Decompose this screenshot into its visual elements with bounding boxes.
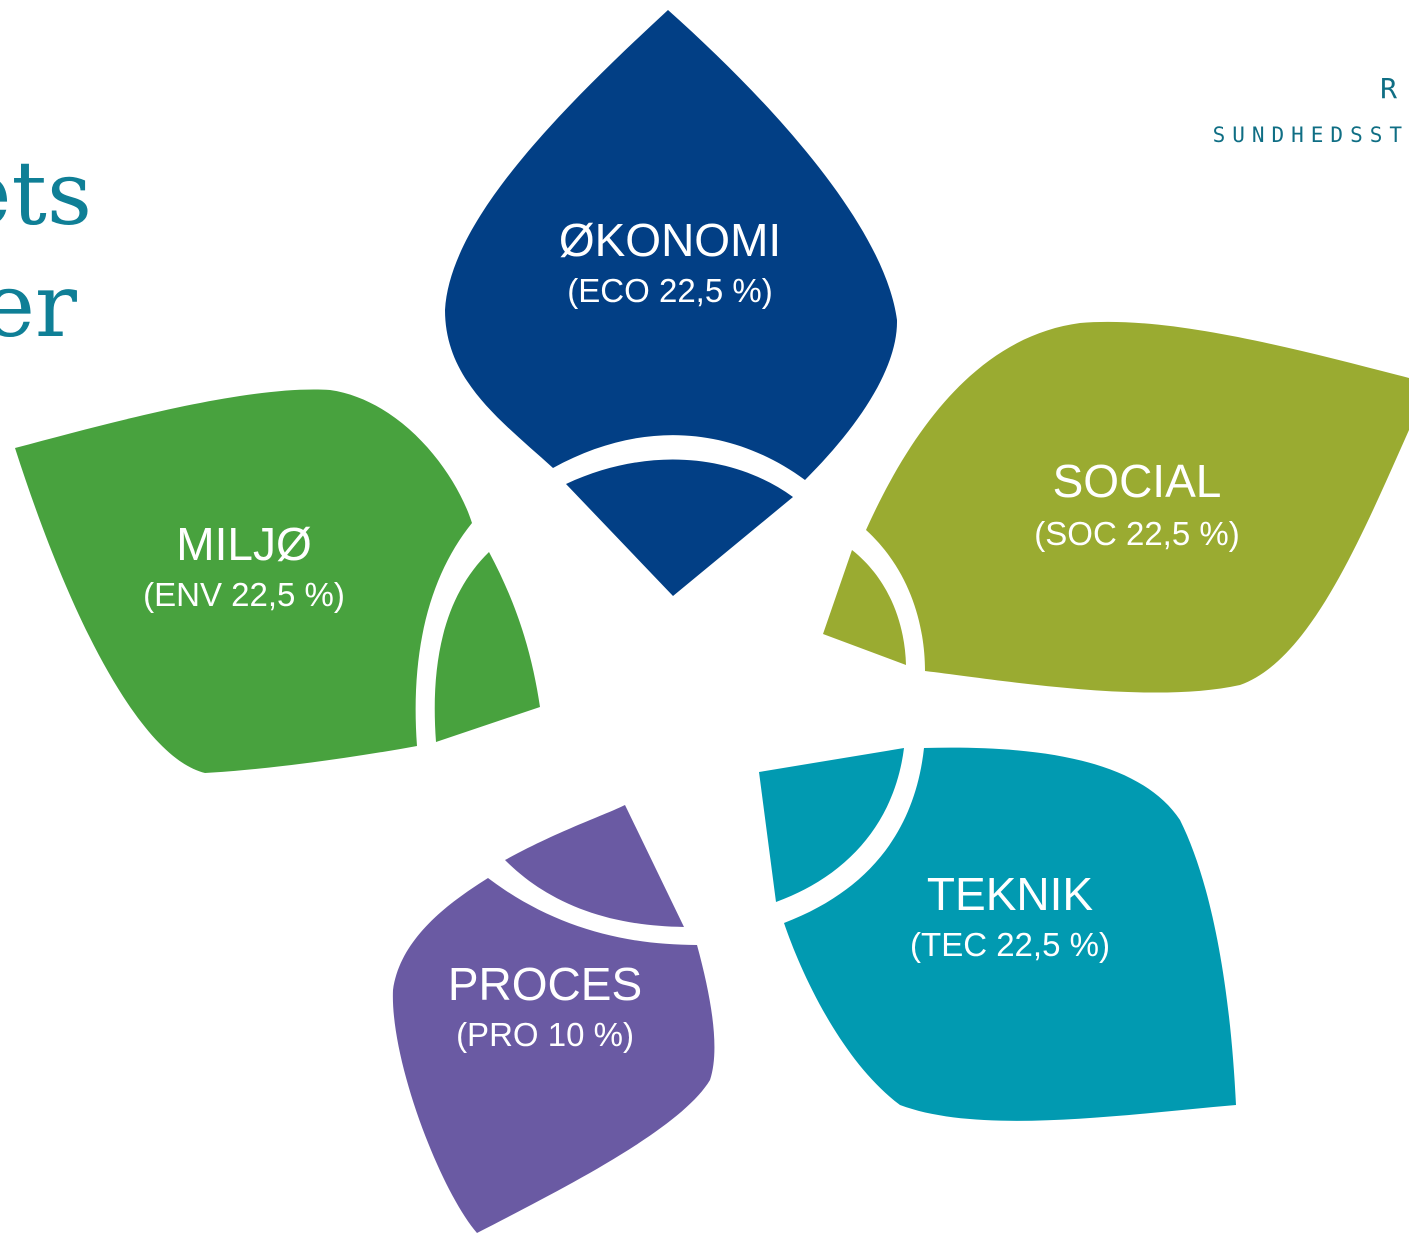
petal-teknik-label: TEKNIK	[927, 868, 1093, 920]
petal-okonomi: ØKONOMI (ECO 22,5 %)	[445, 10, 898, 596]
petal-social-shape	[823, 321, 1409, 693]
petal-miljo: MILJØ (ENV 22,5 %)	[15, 389, 540, 773]
petal-proces: PROCES (PRO 10 %)	[392, 805, 715, 1233]
petal-teknik: TEKNIK (TEC 22,5 %)	[759, 747, 1236, 1121]
petal-teknik-shape	[759, 747, 1236, 1121]
brand-logo-line-2: SUNDHEDSST	[1212, 123, 1409, 147]
petal-teknik-weight: (TEC 22,5 %)	[910, 926, 1110, 963]
petal-social: SOCIAL (SOC 22,5 %)	[823, 321, 1409, 693]
petal-miljo-weight: (ENV 22,5 %)	[143, 576, 345, 613]
petal-okonomi-weight: (ECO 22,5 %)	[567, 272, 772, 309]
petal-proces-shape	[392, 805, 715, 1233]
petal-social-weight: (SOC 22,5 %)	[1034, 515, 1239, 552]
petal-social-label: SOCIAL	[1053, 455, 1222, 507]
petal-okonomi-shape	[445, 10, 898, 596]
petal-okonomi-label: ØKONOMI	[559, 214, 781, 266]
page-title-line-1: ets	[0, 142, 92, 245]
petal-proces-label: PROCES	[448, 958, 642, 1010]
page-title-line-2: er	[0, 254, 77, 357]
petal-miljo-label: MILJØ	[176, 518, 311, 570]
brand-logo-line-1: R	[1380, 72, 1409, 105]
petal-miljo-shape	[15, 389, 540, 773]
petal-proces-weight: (PRO 10 %)	[456, 1016, 634, 1053]
